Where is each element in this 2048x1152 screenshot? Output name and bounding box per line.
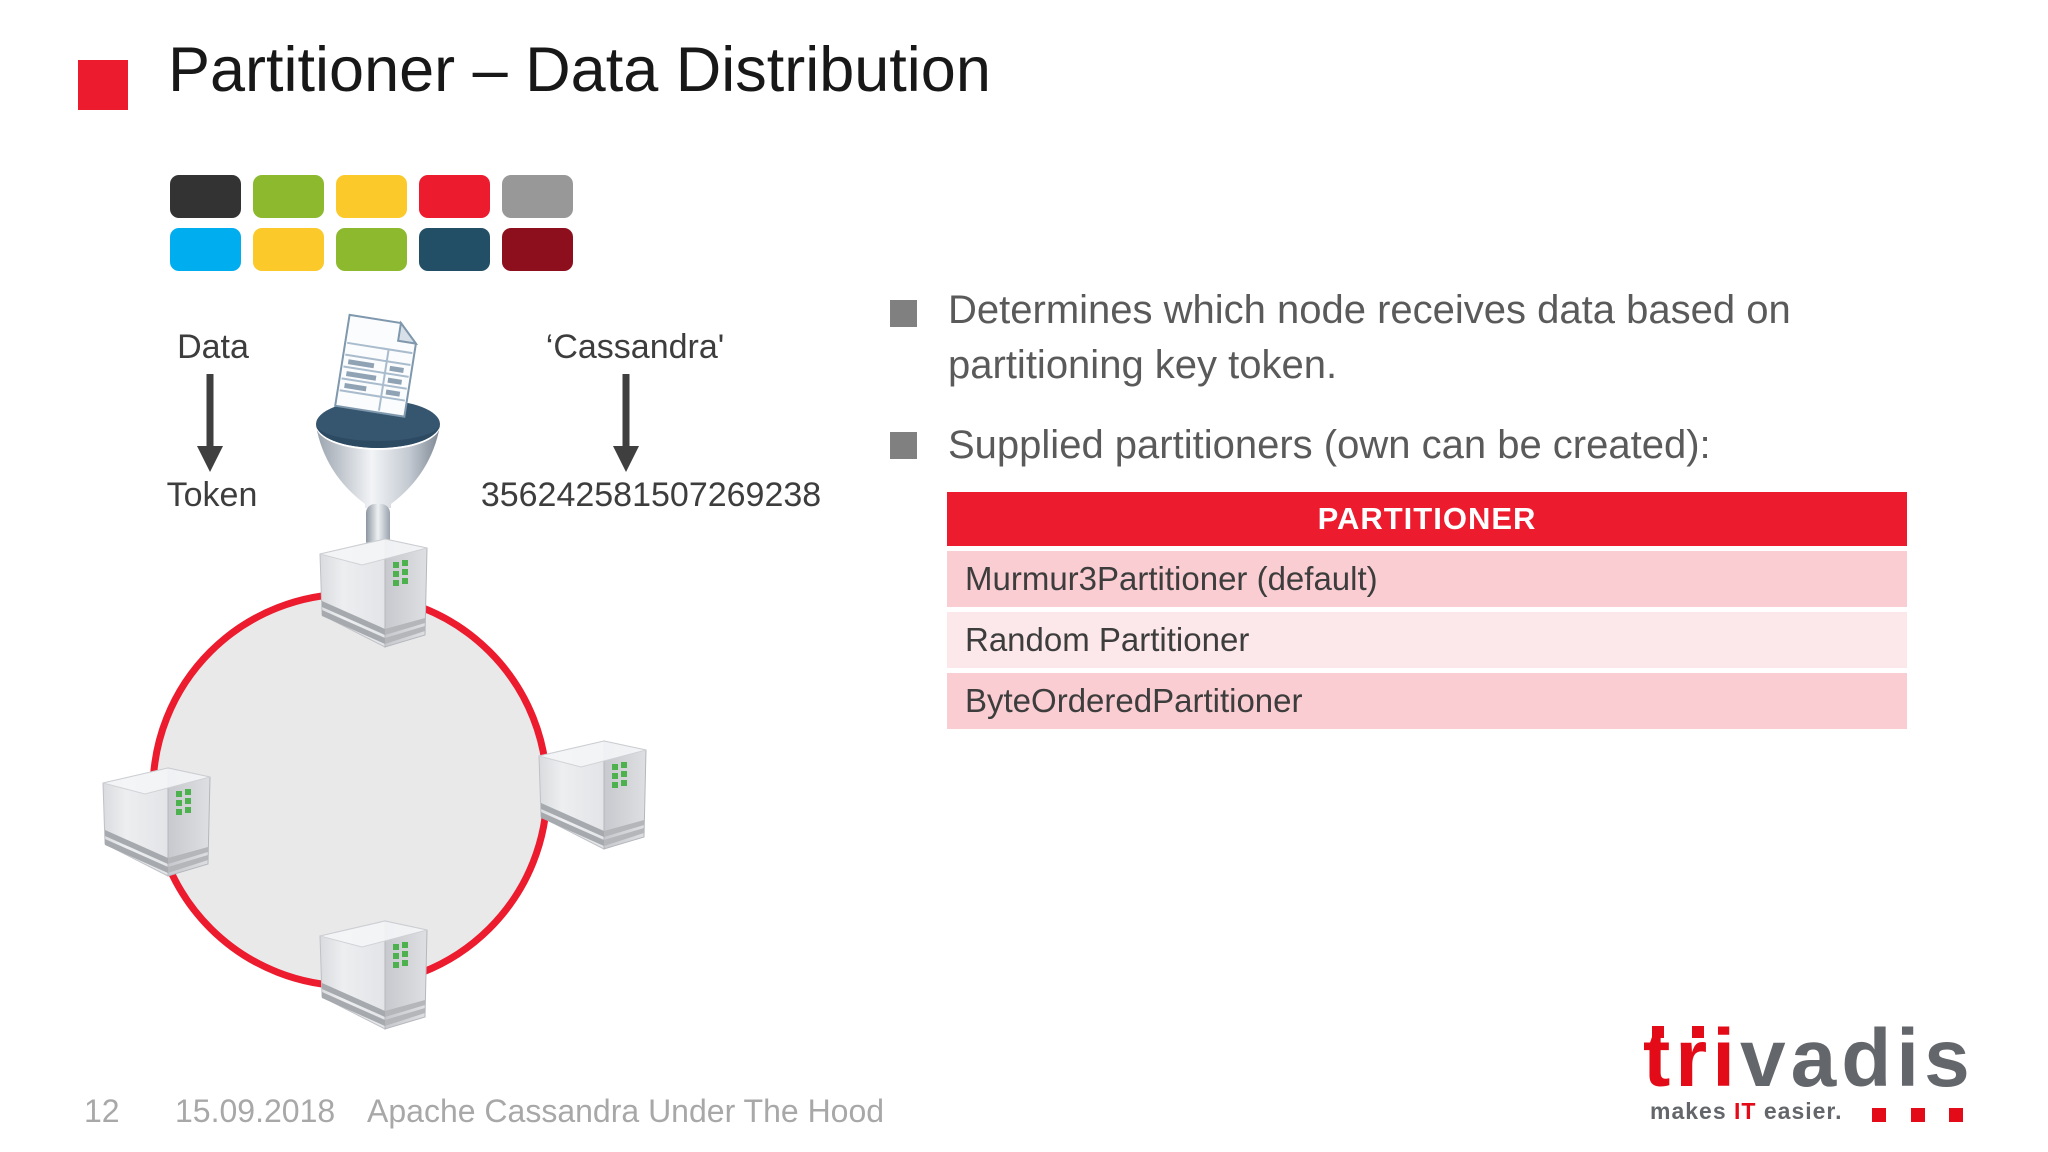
color-block [502,228,573,271]
table-header: PARTITIONER [947,492,1907,546]
logo-square-icon [1911,1108,1925,1122]
color-block [253,228,324,271]
bullet-square-icon [890,300,917,327]
page-title: Partitioner – Data Distribution [168,35,991,105]
logo-dot-icon [1692,1026,1704,1038]
color-block [419,175,490,218]
token-label: Token [166,476,258,514]
token-color-grid [170,175,573,271]
logo-text-gray: vadis [1740,1013,1975,1104]
tagline-it: IT [1734,1098,1757,1124]
server-node-icon-top [319,538,428,648]
color-block [170,175,241,218]
partitioner-table: PARTITIONER Murmur3Partitioner (default)… [947,492,1907,729]
logo-wordmark: trivadis [1643,1012,1975,1106]
bullet-square-icon [890,432,917,459]
table-row: Murmur3Partitioner (default) [947,551,1907,607]
logo-tagline: makes IT easier. [1650,1098,1843,1125]
color-block [253,175,324,218]
color-block [170,228,241,271]
color-block [419,228,490,271]
color-grid-row-1 [170,175,573,218]
data-label: Data [177,328,249,366]
server-node-icon-right [538,740,647,850]
logo-square-icon [1949,1108,1963,1122]
title-bullet-square [78,60,128,110]
logo-dot-icon [1652,1026,1664,1038]
bullet-supplied: Supplied partitioners (own can be create… [948,423,1711,467]
down-arrow-icon [613,374,639,472]
down-arrow-icon [197,374,223,472]
logo-text-red: tri [1643,1013,1740,1104]
table-row: Random Partitioner [947,612,1907,668]
funnel-document-icon [316,313,440,550]
table-row: ByteOrderedPartitioner [947,673,1907,729]
tagline-makes: makes [1650,1098,1735,1124]
color-block [336,228,407,271]
token-value: 356242581507269238 [480,476,822,514]
logo-square-icon [1872,1108,1886,1122]
footer-date: 15.09.2018 [175,1093,336,1129]
server-node-icon-bottom [319,920,428,1030]
color-grid-row-2 [170,228,573,271]
footer-presentation-title: Apache Cassandra Under The Hood [367,1093,885,1129]
bullet-determines: Determines which node receives data base… [948,283,1791,393]
server-node-icon-left [102,767,211,877]
color-block [502,175,573,218]
color-block [336,175,407,218]
page-number: 12 [84,1093,120,1129]
bullet-line: Determines which node receives data base… [948,288,1791,332]
partition-key-label: ‘Cassandra' [545,328,725,366]
tagline-easier: easier. [1756,1098,1843,1124]
bullet-line: partitioning key token. [948,343,1338,387]
